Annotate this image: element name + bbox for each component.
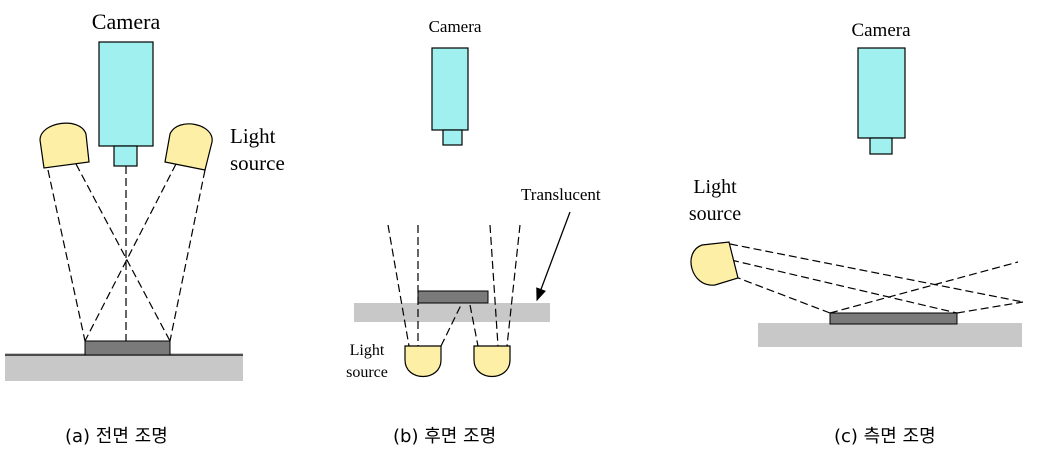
object-b (417, 290, 489, 304)
light-source-label-line1: Light (693, 176, 737, 198)
light-rays-b (387, 224, 521, 347)
light-source-label-line2: source (689, 203, 741, 225)
light-source-icon (473, 345, 511, 377)
light-source-label-line1: Light (230, 124, 276, 148)
panel-front-lighting: Camera Light source (a) 전면 조명 (5, 9, 285, 447)
caption-c: (c) 측면 조명 (834, 426, 936, 447)
camera-label: Camera (851, 20, 911, 41)
base-surface-c (758, 323, 1022, 347)
light-rays-c (729, 243, 1024, 314)
object-a (84, 340, 171, 356)
light-rays-a (47, 163, 206, 342)
camera-label: Camera (92, 9, 161, 34)
camera-icon (98, 41, 154, 167)
panel-back-lighting: Camera Light source Translucent (b) 후면 조… (346, 17, 601, 447)
translucent-arrow (536, 211, 571, 302)
light-source-label-line1: Light (350, 342, 385, 359)
camera-icon (431, 47, 469, 146)
panel-side-lighting: Camera Light source (c) 측면 조명 (689, 20, 1024, 447)
light-source-icon (39, 122, 90, 169)
light-source-label-line2: source (346, 364, 388, 381)
camera-icon (857, 47, 906, 155)
translucent-plate (354, 303, 550, 322)
object-c (829, 312, 958, 325)
light-source-icon (164, 123, 213, 171)
light-source-icon (690, 241, 739, 286)
light-source-icon (404, 345, 442, 377)
light-source-label-line2: source (230, 151, 285, 175)
translucent-label: Translucent (521, 185, 601, 204)
caption-a: (a) 전면 조명 (65, 426, 168, 447)
camera-label: Camera (429, 17, 482, 36)
caption-b: (b) 후면 조명 (393, 426, 496, 447)
base-surface-a (5, 353, 243, 381)
